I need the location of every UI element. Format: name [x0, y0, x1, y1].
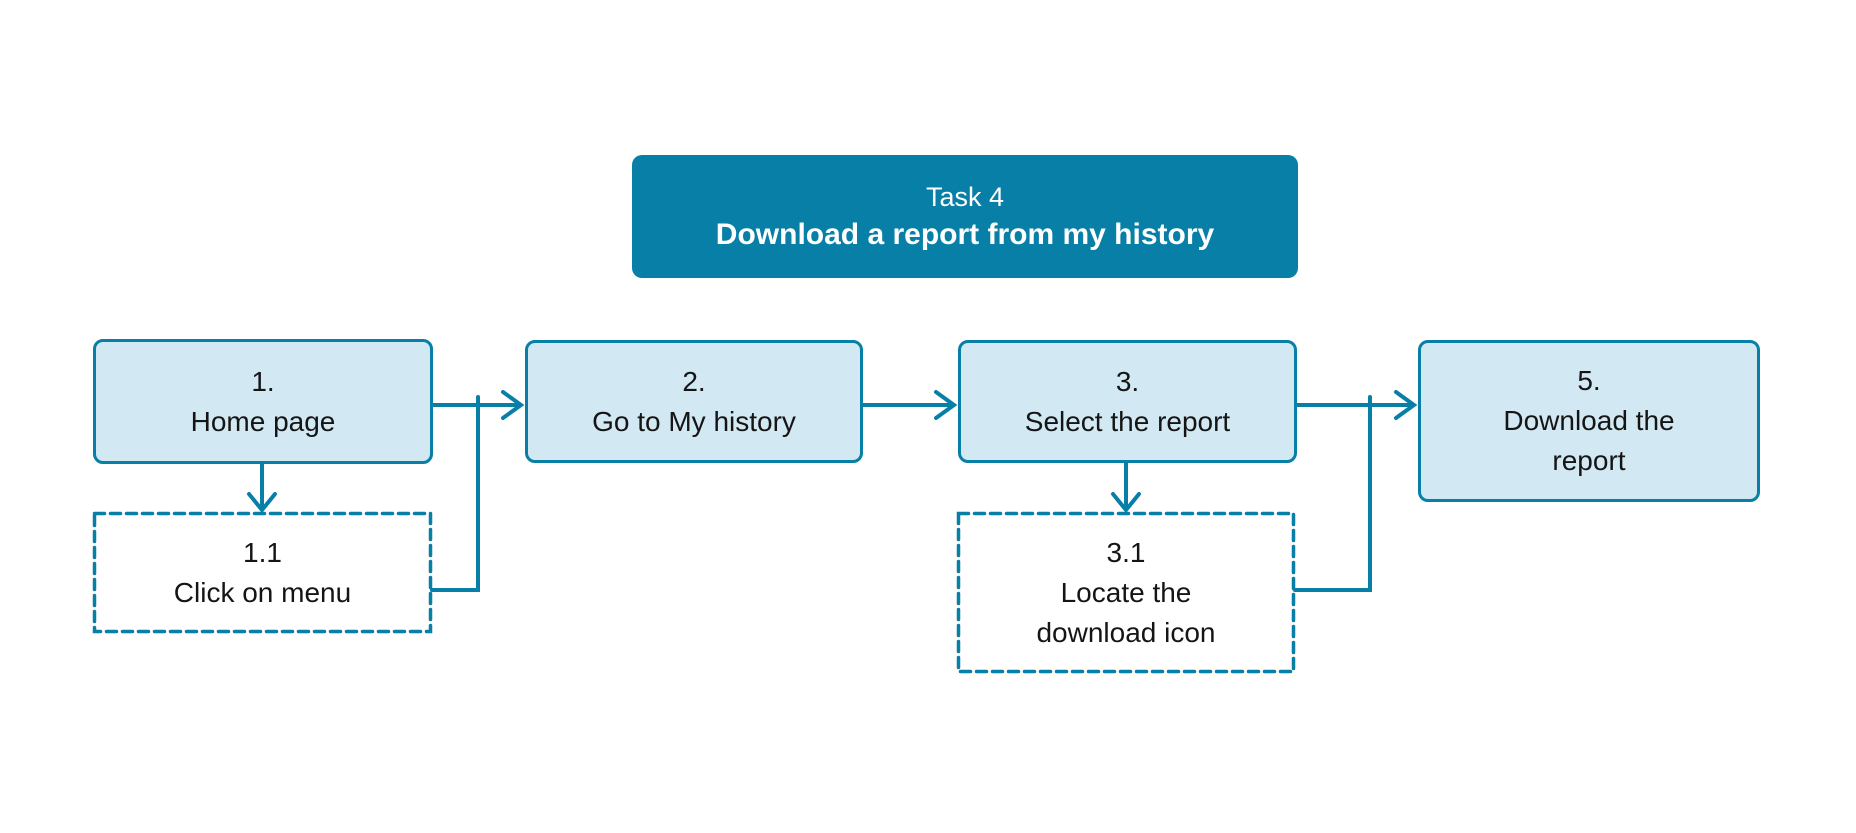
- step-label: Click on menu: [173, 576, 352, 608]
- step-number: 1.1: [243, 536, 282, 568]
- arrowhead-right-icon: [1394, 390, 1418, 420]
- step-box-3: 3. Select the report: [958, 340, 1297, 463]
- step-label: Select the report: [1024, 405, 1231, 437]
- edge-1-1-to-2: [430, 395, 480, 592]
- step-label: Home page: [190, 405, 336, 437]
- step-number: 2.: [682, 365, 706, 397]
- task-title-banner: Task 4 Download a report from my history: [632, 155, 1298, 278]
- step-label: Go to My history: [592, 405, 796, 437]
- step-box-5: 5. Download the report: [1418, 340, 1760, 502]
- step-box-3-1: 3.1 Locate the download icon: [957, 512, 1295, 673]
- step-label: Locate the download icon: [1036, 576, 1216, 648]
- step-number: 3.: [1115, 365, 1140, 397]
- task-number: Task 4: [925, 181, 1005, 212]
- arrowhead-down-icon: [1111, 492, 1141, 514]
- step-box-1-1-border: [92, 511, 433, 634]
- step-box-3-1-border: [956, 511, 1296, 674]
- step-number: 3.1: [1106, 536, 1146, 568]
- task-description: Download a report from my history: [715, 217, 1215, 251]
- arrowhead-right-icon: [934, 390, 958, 420]
- step-box-1: 1. Home page: [93, 339, 433, 464]
- arrowhead-right-icon: [501, 390, 525, 420]
- edge-3-1-to-5: [1293, 395, 1372, 592]
- step-number: 5.: [1577, 365, 1601, 396]
- step-box-2: 2. Go to My history: [525, 340, 863, 463]
- arrowhead-down-icon: [247, 492, 277, 514]
- step-label: Download the report: [1503, 405, 1675, 476]
- step-number: 1.: [251, 365, 275, 397]
- step-box-1-1: 1.1 Click on menu: [93, 512, 432, 633]
